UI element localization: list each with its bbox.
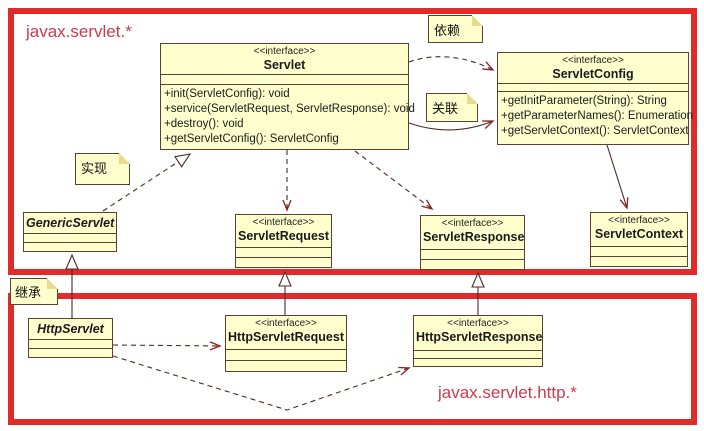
method-item: +getParameterNames(): Enumeration bbox=[501, 110, 694, 122]
package-label-javax-servlet: javax.servlet.* bbox=[26, 22, 132, 41]
methods-compartment bbox=[421, 259, 524, 269]
methods-compartment: +init(ServletConfig): void +service(Serv… bbox=[161, 84, 415, 149]
note-text: 依赖 bbox=[434, 23, 461, 38]
package-frame-javax-servlet-http bbox=[8, 293, 697, 425]
class-title-servletconfig: <<interface>> ServletConfig bbox=[498, 53, 688, 83]
method-item: +destroy(): void bbox=[164, 118, 244, 130]
note-realization: 实现 bbox=[75, 153, 130, 185]
methods-compartment bbox=[414, 358, 542, 366]
stereotype-label: <<interface>> bbox=[608, 215, 670, 226]
class-title-servletresponse: <<interface>> ServletResponse bbox=[421, 216, 524, 246]
class-title-servlet: <<interface>> Servlet bbox=[161, 44, 408, 74]
class-name: GenericServlet bbox=[26, 216, 115, 230]
methods-compartment bbox=[236, 257, 331, 267]
stereotype-label: <<interface>> bbox=[447, 318, 509, 329]
class-box-servletresponse: <<interface>> ServletResponse bbox=[420, 215, 525, 270]
method-item: +getServletConfig(): ServletConfig bbox=[164, 133, 339, 145]
class-title-httpservletresponse: <<interface>> HttpServletResponse bbox=[414, 316, 542, 346]
class-title-httpservlet: HttpServlet bbox=[29, 319, 112, 338]
attributes-compartment bbox=[421, 249, 524, 259]
stereotype-label: <<interface>> bbox=[252, 217, 315, 228]
package-frame-javax-servlet bbox=[8, 8, 697, 275]
class-name: ServletConfig bbox=[552, 67, 634, 81]
note-fold-corner-icon bbox=[472, 15, 483, 26]
attributes-compartment bbox=[591, 246, 687, 256]
methods-compartment bbox=[591, 256, 687, 266]
class-title-genericservlet: GenericServlet bbox=[24, 213, 116, 232]
method-item: +init(ServletConfig): void bbox=[164, 88, 290, 100]
stereotype-label: <<interface>> bbox=[562, 55, 624, 66]
class-box-httpservletrequest: <<interface>> HttpServletRequest bbox=[225, 315, 347, 372]
method-item: +getServletContext(): ServletContext bbox=[501, 125, 689, 137]
class-name: ServletContext bbox=[594, 227, 684, 241]
class-box-httpservletresponse: <<interface>> HttpServletResponse bbox=[413, 315, 543, 367]
methods-compartment bbox=[226, 360, 346, 371]
methods-compartment: +getInitParameter(String): String +getPa… bbox=[498, 91, 694, 144]
class-name: HttpServletResponse bbox=[416, 330, 543, 344]
attributes-compartment bbox=[24, 233, 116, 242]
note-text: 关联 bbox=[432, 101, 459, 116]
stereotype-label: <<interface>> bbox=[441, 218, 504, 229]
method-item: +service(ServletRequest, ServletResponse… bbox=[164, 103, 415, 115]
edge-servlet-association-servletconfig bbox=[408, 120, 495, 131]
note-fold-corner-icon bbox=[119, 153, 130, 164]
class-box-httpservlet: HttpServlet bbox=[28, 318, 113, 358]
methods-compartment bbox=[24, 242, 116, 251]
stereotype-label: <<interface>> bbox=[255, 318, 317, 329]
edge-servlet-depends-servletconfig bbox=[408, 56, 495, 71]
attributes-compartment bbox=[414, 350, 542, 358]
method-item: +getInitParameter(String): String bbox=[501, 95, 667, 107]
note-dependency: 依赖 bbox=[428, 15, 483, 43]
note-fold-corner-icon bbox=[47, 278, 58, 289]
class-box-servletrequest: <<interface>> ServletRequest bbox=[235, 214, 332, 268]
note-text: 继承 bbox=[15, 285, 42, 300]
class-name: HttpServlet bbox=[37, 322, 104, 336]
note-inheritance: 继承 bbox=[10, 278, 58, 305]
edge-servlet-depends-servletresponse bbox=[354, 150, 434, 211]
note-text: 实现 bbox=[81, 161, 108, 176]
class-name: HttpServletRequest bbox=[228, 330, 344, 344]
class-title-httpservletrequest: <<interface>> HttpServletRequest bbox=[226, 316, 346, 346]
note-association: 关联 bbox=[426, 93, 478, 122]
class-box-genericservlet: GenericServlet bbox=[23, 212, 117, 252]
package-label-javax-servlet-http: javax.servlet.http.* bbox=[438, 383, 577, 402]
stereotype-label: <<interface>> bbox=[253, 46, 316, 57]
class-name: ServletRequest bbox=[238, 229, 330, 243]
class-box-servletconfig: <<interface>> ServletConfig +getInitPara… bbox=[497, 52, 694, 145]
attributes-compartment bbox=[161, 74, 408, 84]
class-title-servletcontext: <<interface>> ServletContext bbox=[591, 213, 687, 243]
attributes-compartment bbox=[236, 247, 331, 257]
edge-httpservlet-depends-httpservletresponse bbox=[112, 355, 411, 411]
class-title-servletrequest: <<interface>> ServletRequest bbox=[236, 215, 331, 245]
note-fold-corner-icon bbox=[467, 93, 478, 104]
edge-servletconfig-association-servletcontext bbox=[606, 144, 629, 210]
attributes-compartment bbox=[29, 339, 112, 348]
attributes-compartment bbox=[226, 349, 346, 360]
edge-httpservlet-depends-httpservletrequest bbox=[112, 341, 222, 351]
class-name: Servlet bbox=[263, 58, 306, 72]
class-box-servlet: <<interface>> Servlet +init(ServletConfi… bbox=[160, 43, 415, 150]
attributes-compartment bbox=[498, 83, 688, 91]
class-name: ServletResponse bbox=[423, 230, 525, 244]
methods-compartment bbox=[29, 348, 112, 357]
class-box-servletcontext: <<interface>> ServletContext bbox=[590, 212, 688, 267]
